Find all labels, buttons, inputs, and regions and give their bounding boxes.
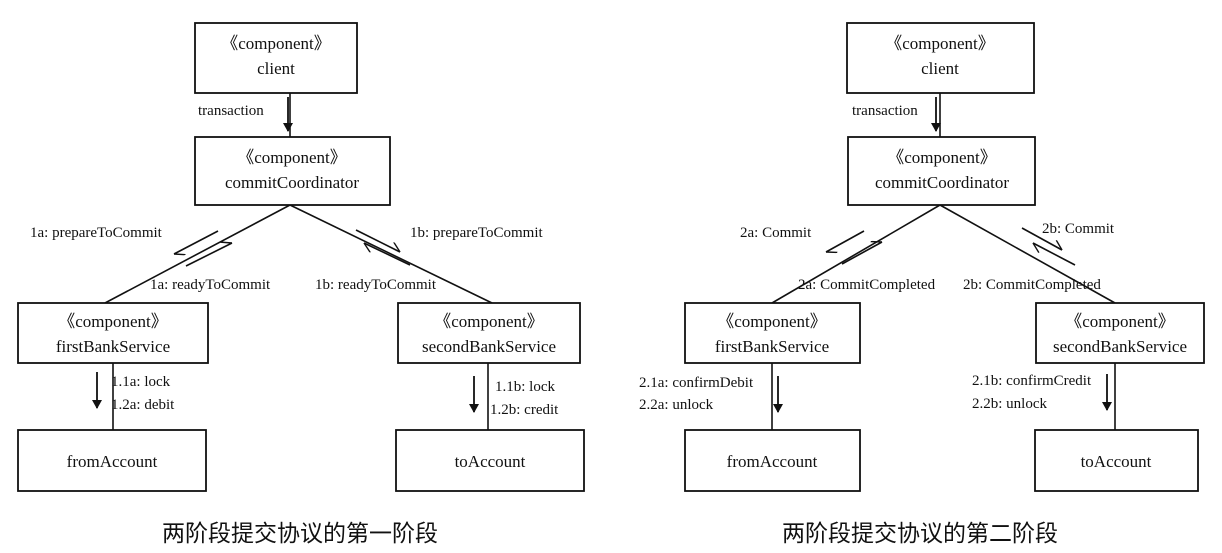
- coordinator-box-2: [847, 136, 1036, 206]
- prepare-1a-arrow: [173, 230, 219, 254]
- second-service-name: secondBankService: [422, 337, 556, 356]
- msg-22b: 2.2b: unlock: [972, 396, 1047, 412]
- phase2-caption: 两阶段提交协议的第二阶段: [782, 521, 1058, 547]
- msg-2b-commit: 2b: Commit: [1042, 221, 1115, 237]
- commit-2a-arrow: [825, 230, 865, 252]
- coordinator-first-link: [104, 204, 291, 304]
- to-account-box: [395, 429, 585, 492]
- from-account-box-2: [684, 429, 861, 492]
- msg-1a-ready: 1a: readyToCommit: [150, 277, 271, 293]
- msg-2a-completed: 2a: CommitCompleted: [798, 277, 936, 293]
- second-service-name-2: secondBankService: [1053, 337, 1187, 356]
- from-account-name-2: fromAccount: [727, 452, 818, 471]
- coordinator-name-2: commitCoordinator: [875, 173, 1009, 192]
- from-account-box: [17, 429, 207, 492]
- first-service-stereotype: 《component》: [58, 312, 168, 331]
- msg-1b-ready: 1b: readyToCommit: [315, 277, 437, 293]
- coordinator-second-link-2: [939, 204, 1116, 304]
- msg-11a: 1.1a: lock: [111, 374, 171, 390]
- coordinator-stereotype: 《component》: [237, 148, 347, 167]
- prepare-1b-arrow: [355, 229, 400, 253]
- coordinator-name: commitCoordinator: [225, 173, 359, 192]
- msg-12a: 1.2a: debit: [111, 397, 175, 413]
- msg-11b: 1.1b: lock: [495, 379, 555, 395]
- msg-12b: 1.2b: credit: [490, 402, 559, 418]
- phase1-caption: 两阶段提交协议的第一阶段: [162, 521, 438, 547]
- second-service-stereotype: 《component》: [434, 312, 544, 331]
- coordinator-second-link: [289, 204, 493, 304]
- client-box: [194, 22, 358, 94]
- second-service-stereotype-2: 《component》: [1065, 312, 1175, 331]
- completed-2b-arrow: [1033, 242, 1076, 266]
- msg-22a: 2.2a: unlock: [639, 397, 714, 413]
- coordinator-box: [194, 136, 391, 206]
- phase1-diagram: 《component》 client 《component》 commitCoo…: [17, 22, 585, 547]
- to-account-name: toAccount: [455, 452, 526, 471]
- completed-2a-arrow: [841, 242, 883, 265]
- msg-2b-completed: 2b: CommitCompleted: [963, 277, 1101, 293]
- msg-21b: 2.1b: confirmCredit: [972, 373, 1092, 389]
- first-bank-service-box: [17, 302, 209, 364]
- msg-1b-prepare: 1b: prepareToCommit: [410, 225, 544, 241]
- client-name: client: [257, 59, 295, 78]
- coordinator-stereotype-2: 《component》: [887, 148, 997, 167]
- msg-transaction-2: transaction: [852, 103, 918, 119]
- second-bank-service-box-2: [1035, 302, 1205, 364]
- coordinator-first-link-2: [771, 204, 941, 304]
- ready-1b-arrow: [364, 242, 411, 266]
- to-account-box-2: [1034, 429, 1199, 492]
- client-name-2: client: [921, 59, 959, 78]
- first-service-name-2: firstBankService: [715, 337, 829, 356]
- first-bank-service-box-2: [684, 302, 861, 364]
- first-service-stereotype-2: 《component》: [717, 312, 827, 331]
- from-account-name: fromAccount: [67, 452, 158, 471]
- phase2-diagram: 《component》 client 《component》 commitCoo…: [639, 22, 1205, 547]
- msg-2a-commit: 2a: Commit: [740, 225, 812, 241]
- msg-transaction: transaction: [198, 103, 264, 119]
- client-stereotype-2: 《component》: [885, 34, 995, 53]
- first-service-name: firstBankService: [56, 337, 170, 356]
- to-account-name-2: toAccount: [1081, 452, 1152, 471]
- client-box-2: [846, 22, 1035, 94]
- ready-1a-arrow: [185, 243, 233, 267]
- client-stereotype: 《component》: [221, 34, 331, 53]
- commit-2b-arrow: [1021, 227, 1062, 251]
- msg-1a-prepare: 1a: prepareToCommit: [30, 225, 163, 241]
- msg-21a: 2.1a: confirmDebit: [639, 375, 754, 391]
- watermark: @稀土掘金技术社区: [1086, 529, 1212, 545]
- second-bank-service-box: [397, 302, 581, 364]
